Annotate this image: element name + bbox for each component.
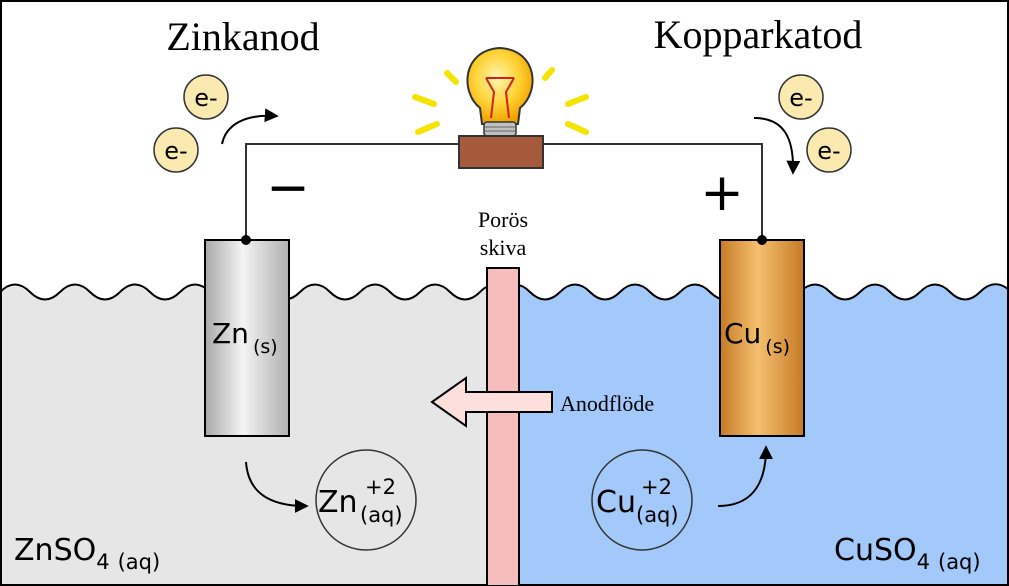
anion-flow-label-bg	[554, 388, 690, 418]
electron-flow-arrow-right	[753, 117, 801, 175]
zinc-ion-state: (aq)	[360, 503, 403, 527]
bulb-base	[458, 135, 544, 169]
svg-text:e-: e-	[789, 84, 812, 112]
right-solution-label: CuSO4(aq)	[834, 533, 981, 574]
left-solution-label: ZnSO4(aq)	[14, 533, 160, 574]
svg-text:e-: e-	[817, 137, 840, 165]
zinc-ion-circle	[315, 449, 417, 551]
copper-ion-charge: +2	[641, 475, 672, 499]
wire-left	[245, 143, 460, 240]
anion-flow-label: Anodflöde	[560, 391, 654, 416]
porous-disk-label-line1: Porös	[478, 207, 528, 232]
bulb-rays	[412, 67, 589, 135]
copper-ion-circle	[591, 449, 693, 551]
plus-sign: +	[700, 163, 744, 223]
wire-right	[544, 143, 763, 240]
electron-cathode-2: e-	[806, 127, 852, 173]
porous-disk-label-bg	[450, 205, 554, 267]
zinc-ion-charge: +2	[365, 475, 396, 499]
porous-disk	[486, 267, 520, 586]
copper-ion-state: (aq)	[636, 503, 679, 527]
zinc-ion-arrow	[245, 461, 309, 513]
svg-text:e-: e-	[164, 137, 187, 165]
copper-terminal-dot	[757, 235, 767, 245]
electron-flow-arrow-left	[221, 108, 279, 145]
electron-anode-1: e-	[183, 74, 229, 120]
copper-ion-arrow	[717, 445, 773, 507]
anode-title: Zinkanod	[166, 14, 319, 59]
copper-electrode	[719, 239, 805, 437]
zinc-ion-symbol: Zn	[318, 485, 358, 520]
zinc-electrode	[204, 239, 290, 437]
svg-text:e-: e-	[194, 84, 217, 112]
zinc-terminal-dot	[241, 235, 251, 245]
cathode-title: Kopparkatod	[654, 12, 863, 57]
electron-anode-2: e-	[153, 127, 199, 173]
minus-sign: −	[266, 158, 310, 218]
electron-cathode-1: e-	[778, 74, 824, 120]
porous-disk-label-line2: skiva	[480, 235, 527, 260]
light-bulb-icon	[412, 46, 589, 169]
copper-ion-symbol: Cu	[596, 485, 636, 520]
anion-flow-arrow	[430, 376, 553, 428]
copper-electrode-label: Cu(s)	[724, 317, 790, 358]
zinc-electrode-label: Zn(s)	[212, 317, 278, 358]
